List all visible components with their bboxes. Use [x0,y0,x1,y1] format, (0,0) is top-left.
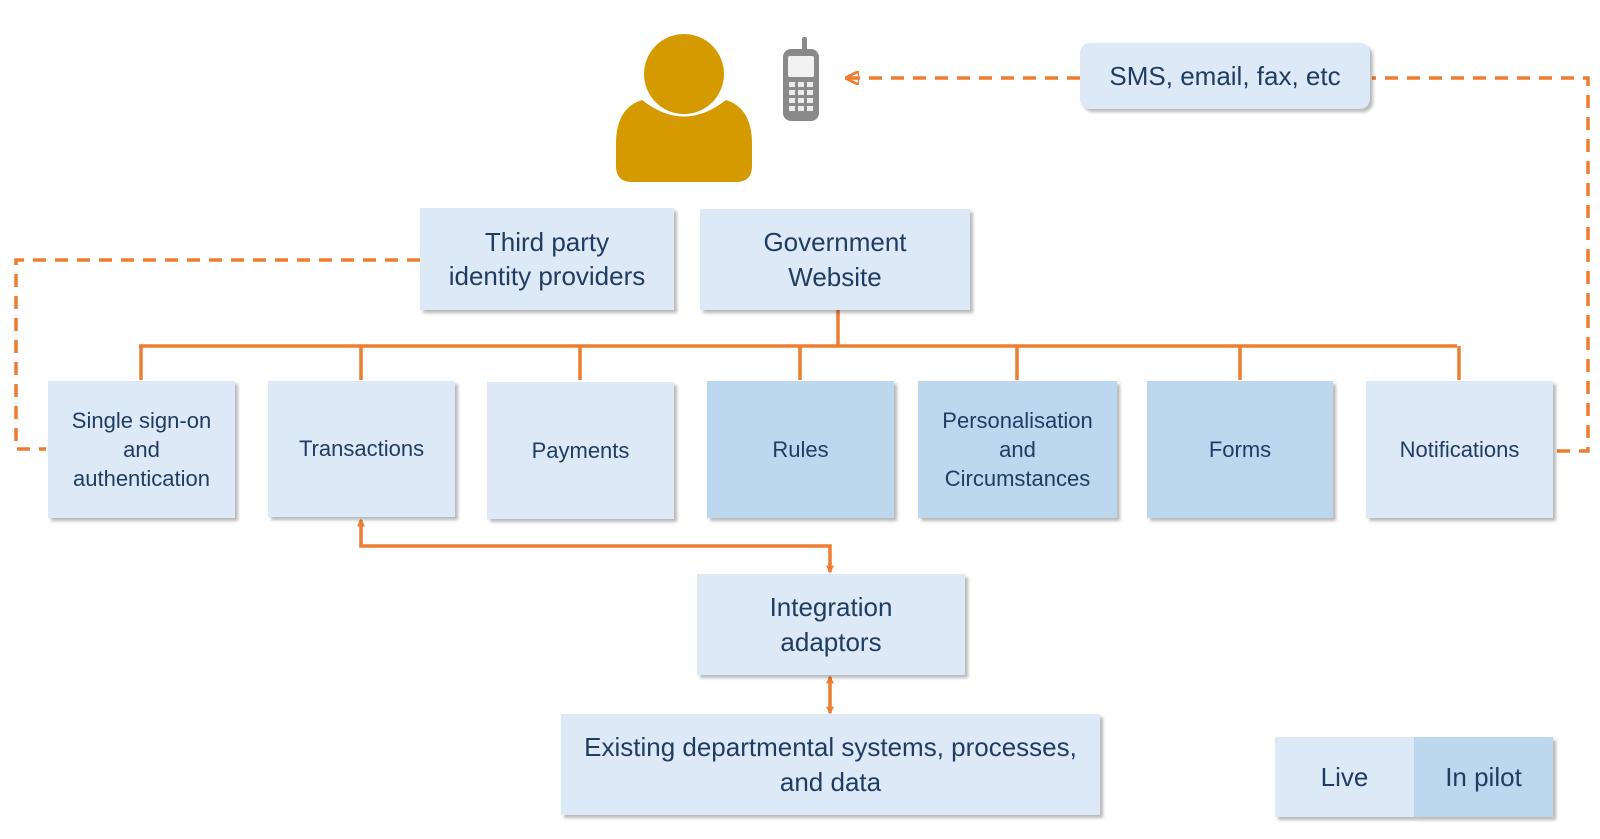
service-forms-box: Forms [1147,381,1333,518]
connector-transactions-integration [357,518,834,574]
service-personalisation-box: Personalisation and Circumstances [918,381,1117,518]
channel-box: SMS, email, fax, etc [1080,43,1370,109]
service-transactions-box: Transactions [268,381,455,517]
mobile-phone-icon [783,37,819,121]
service-notifications-box: Notifications [1366,381,1553,518]
government-website-box: Government Website [700,209,970,310]
dashed-connectors [14,76,1590,453]
legend-live: Live [1275,737,1414,817]
service-payments-box: Payments [487,382,674,519]
integration-adaptors-box: Integration adaptors [697,574,965,675]
user-icon [616,34,752,182]
existing-systems-box: Existing departmental systems, processes… [561,714,1100,815]
connector-third-party-sso [14,258,420,451]
tree-connectors [139,308,1461,715]
service-single-sign-on-box: Single sign-on and authentication [48,381,235,518]
legend-in-pilot: In pilot [1414,737,1553,817]
third-party-identity-box: Third party identity providers [420,208,674,310]
service-rules-box: Rules [707,381,894,518]
connector-notifications-channel [1372,76,1590,453]
